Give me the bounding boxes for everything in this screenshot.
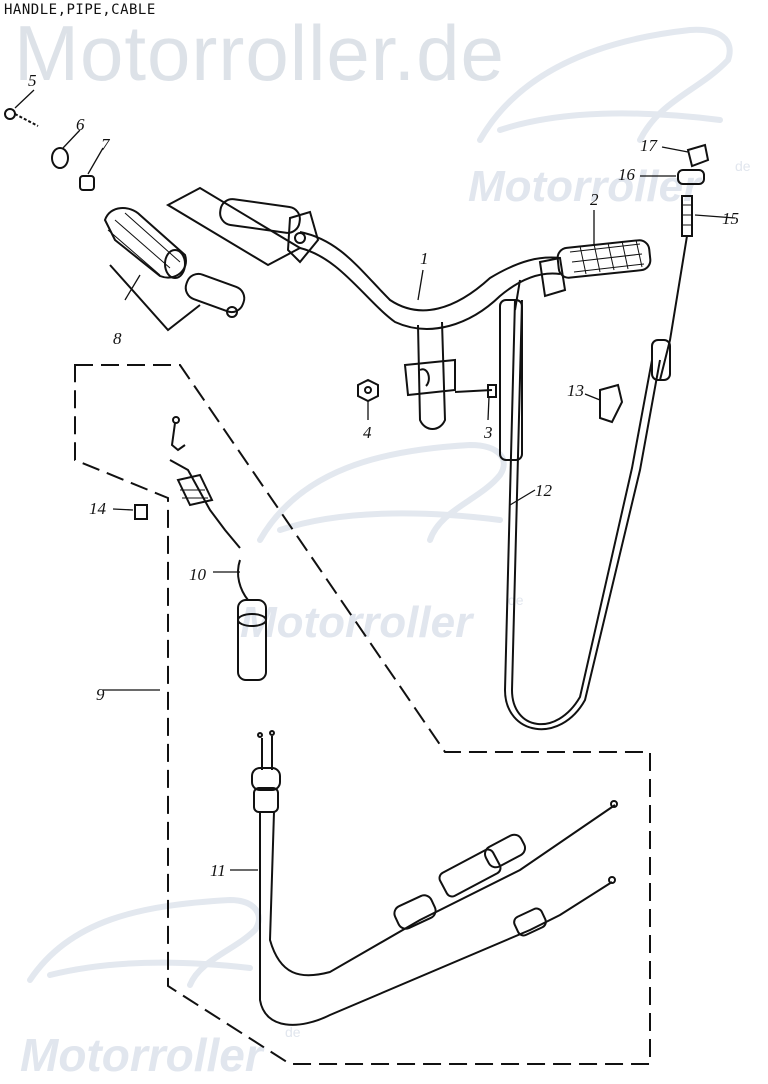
leader-lines [14,89,736,871]
cable-clip [599,383,624,424]
brake-cable [499,299,661,731]
callout-2: 2 [590,190,599,209]
callout-12: 12 [535,481,553,500]
callout-labels: 1 2 3 4 5 6 7 8 9 10 11 12 13 14 15 16 1… [28,71,739,880]
handlebar-assembly [165,186,652,430]
callout-7: 7 [101,135,111,154]
watermark-suffix: de [285,1024,301,1040]
callout-11: 11 [210,861,226,880]
callout-4: 4 [363,423,372,442]
callout-3: 3 [483,423,493,442]
scooter-watermark-icon [27,26,733,988]
throttle-assembly [134,416,267,681]
callout-17: 17 [640,136,659,155]
callout-8: 8 [113,329,122,348]
bar-end-parts [4,108,95,191]
callout-14: 14 [89,499,107,518]
callout-15: 15 [722,209,739,228]
throttle-grip [103,207,246,332]
callout-9: 9 [96,685,105,704]
group-boundary [74,364,651,1065]
watermark-main: Motorroller.de [14,9,505,97]
page-title: HANDLE,PIPE,CABLE [4,2,156,18]
twin-cable [251,730,618,1026]
callout-5: 5 [28,71,37,90]
watermark-brand: Motorroller [468,162,701,211]
callout-13: 13 [567,381,584,400]
watermark-suffix: de [735,158,751,174]
watermark-brand: Motorroller [20,1029,263,1081]
callout-10: 10 [189,565,207,584]
callout-6: 6 [76,115,85,134]
callout-1: 1 [420,249,429,268]
watermark-suffix: de [508,592,524,608]
callout-16: 16 [618,165,636,184]
cable-adjuster [651,143,710,381]
